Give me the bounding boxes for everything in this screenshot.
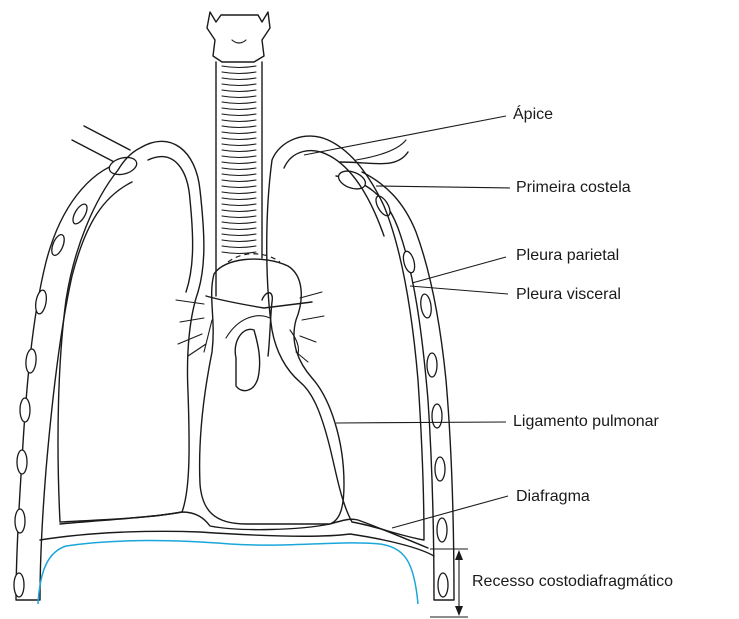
leader-apice <box>304 116 506 155</box>
recess-measure <box>430 549 468 617</box>
trachea-ring <box>222 162 256 164</box>
trachea-ring <box>222 222 256 224</box>
diaphragm-blue-line <box>38 541 418 605</box>
left-lung <box>58 141 204 522</box>
trachea-ring <box>222 102 256 104</box>
label-ligamento-pulmonar: Ligamento pulmonar <box>513 413 659 431</box>
trachea-ring <box>222 78 256 80</box>
right-lung <box>267 136 424 540</box>
trachea-ring <box>222 246 256 248</box>
trachea-ring <box>222 198 256 200</box>
label-diafragma: Diafragma <box>516 488 590 506</box>
trachea-ring <box>222 126 256 128</box>
heart <box>200 254 344 524</box>
trachea-ring <box>222 84 256 86</box>
trachea-ring <box>222 210 256 212</box>
trachea-ring <box>222 252 256 254</box>
larynx <box>207 12 270 62</box>
leader-primeira-costela <box>376 186 510 188</box>
trachea-ring <box>222 228 256 230</box>
trachea-ring <box>222 108 256 110</box>
label-pleura-visceral: Pleura visceral <box>516 286 621 304</box>
label-pleura-parietal: Pleura parietal <box>516 247 619 265</box>
trachea-ring <box>222 240 256 242</box>
trachea-ring <box>222 150 256 152</box>
trachea-ring <box>222 90 256 92</box>
trachea-ring <box>222 168 256 170</box>
leader-diafragma <box>392 496 508 528</box>
trachea-ring <box>222 120 256 122</box>
trachea-ring <box>222 132 256 134</box>
trachea-ring <box>222 204 256 206</box>
trachea-ring <box>222 72 256 74</box>
leader-pleura-visceral <box>410 286 508 294</box>
trachea-ring <box>222 174 256 176</box>
trachea-ring <box>222 186 256 188</box>
trachea-ring <box>222 180 256 182</box>
label-apice: Ápice <box>513 106 553 124</box>
leader-pleura-parietal <box>412 257 506 283</box>
left-chest-wall <box>14 126 139 600</box>
trachea-ring <box>222 96 256 98</box>
hilum-vessels <box>176 292 324 362</box>
trachea-ring <box>222 192 256 194</box>
trachea-ring <box>222 234 256 236</box>
trachea-ring <box>222 138 256 140</box>
trachea-ring <box>222 144 256 146</box>
label-recesso-costodiafragmatico: Recesso costodiafragmático <box>472 573 673 591</box>
label-primeira-costela: Primeira costela <box>516 179 631 197</box>
trachea-ring <box>222 66 256 68</box>
trachea-ring <box>222 216 256 218</box>
trachea-ring <box>222 156 256 158</box>
trachea-ring <box>222 114 256 116</box>
leader-ligamento-pulmonar <box>336 422 506 423</box>
diaphragm-outline <box>38 512 434 604</box>
